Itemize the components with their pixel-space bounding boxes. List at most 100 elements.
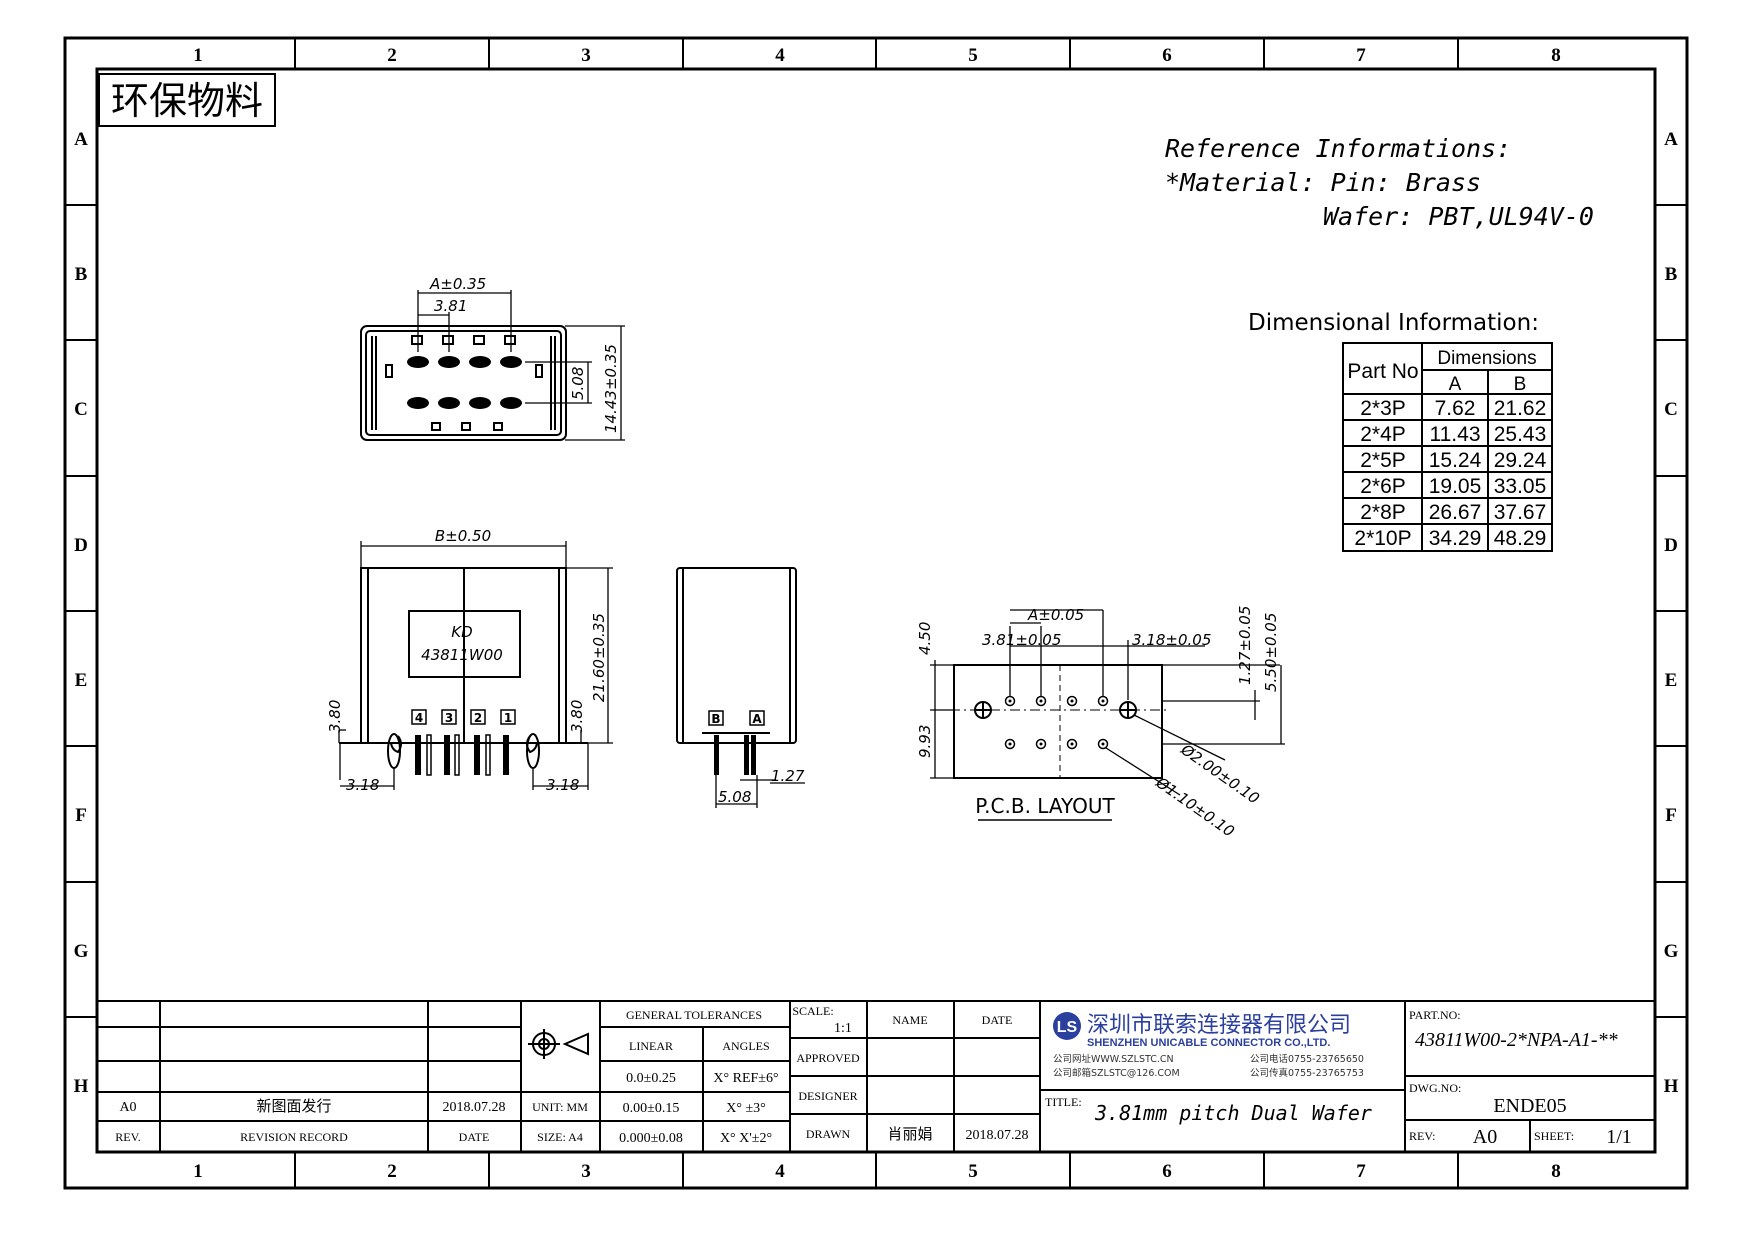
- col-label: 1: [193, 45, 203, 66]
- row-label: C: [1664, 399, 1678, 420]
- linear-tol-3: 0.000±0.08: [619, 1131, 683, 1146]
- pin-label: 2: [474, 711, 482, 725]
- header-dimensions: Dimensions: [1437, 348, 1536, 369]
- svg-text:LS: LS: [1057, 1019, 1078, 1036]
- angle-tol-1: X° REF±6°: [713, 1071, 778, 1086]
- row-b: 21.62: [1494, 397, 1547, 420]
- pcb-dim-h1: 4.50: [916, 622, 934, 655]
- col-label: 4: [775, 45, 785, 66]
- revision-record-header: REVISION RECORD: [240, 1130, 348, 1144]
- dwg-no: ENDE05: [1493, 1095, 1566, 1117]
- row-label: A: [74, 129, 88, 150]
- col-label: 2: [387, 1161, 397, 1182]
- drawn-name: 肖丽娟: [887, 1125, 932, 1143]
- angle-tol-3: X° X'±2°: [720, 1131, 772, 1146]
- pcb-dim-h2: 9.93: [916, 725, 934, 758]
- col-label: 8: [1551, 45, 1561, 66]
- row-label: E: [1665, 670, 1678, 691]
- row-part: 2*6P: [1360, 475, 1406, 498]
- side-pin-label: A: [752, 712, 762, 726]
- company-name-en: SHENZHEN UNICABLE CONNECTOR CO.,LTD.: [1087, 1037, 1330, 1049]
- pin-label: 4: [415, 711, 423, 725]
- sheet-value: 1/1: [1606, 1126, 1632, 1148]
- projection-symbol: [528, 1029, 589, 1059]
- linear-header: LINEAR: [629, 1039, 673, 1053]
- title-label: TITLE:: [1045, 1095, 1082, 1109]
- col-label: 6: [1162, 45, 1172, 66]
- dim-row: 5.08: [569, 367, 587, 400]
- scale-value: 1:1: [834, 1021, 852, 1036]
- scale-label: SCALE:: [792, 1004, 833, 1018]
- col-label: 5: [968, 45, 978, 66]
- row-a: 7.62: [1435, 397, 1476, 420]
- dim-height: 14.43±0.35: [602, 344, 620, 433]
- dim-left-h: 3.80: [326, 700, 344, 733]
- row-label: F: [1665, 805, 1677, 826]
- side-view: B A 1.27 5.08: [676, 567, 805, 808]
- col-label: 4: [775, 1161, 785, 1182]
- dim-pitch: 3.81: [434, 297, 467, 315]
- rev-entry: A0: [119, 1100, 136, 1115]
- company-web: 公司网址WWW.SZLSTC.CN: [1053, 1053, 1174, 1065]
- row-label: A: [1664, 129, 1678, 150]
- reference-info: Reference Informations: *Material: Pin: …: [1165, 134, 1594, 231]
- col-label: 6: [1162, 1161, 1172, 1182]
- title-block-text: A0 新图面发行 2018.07.28 REV. REVISION RECORD…: [115, 1004, 1028, 1146]
- col-label: 3: [581, 1161, 591, 1182]
- row-b: 25.43: [1494, 423, 1547, 446]
- pcb-dim-a: A±0.05: [1027, 606, 1084, 624]
- eco-label: 环保物料: [111, 79, 263, 123]
- title-block-grid: [97, 1000, 1655, 1152]
- part-no: 43811W00-2*NPA-A1-**: [1415, 1029, 1618, 1051]
- row-a: 26.67: [1429, 501, 1482, 524]
- drawn-label: DRAWN: [806, 1127, 851, 1141]
- row-part: 2*3P: [1360, 397, 1406, 420]
- reference-heading: Reference Informations:: [1165, 134, 1511, 163]
- pin-label: 1: [504, 711, 512, 725]
- pcb-dim-off: 3.18±0.05: [1132, 631, 1211, 649]
- dwg-no-label: DWG.NO:: [1409, 1081, 1461, 1095]
- name-header: NAME: [892, 1013, 927, 1027]
- row-part: 2*10P: [1354, 527, 1411, 550]
- company-fax: 公司传真0755-23765753: [1250, 1067, 1364, 1079]
- tolerances-heading: GENERAL TOLERANCES: [626, 1008, 762, 1022]
- pcb-caption: P.C.B. LAYOUT: [975, 794, 1115, 818]
- dimension-table: [1342, 342, 1553, 552]
- row-b: 48.29: [1494, 527, 1547, 550]
- col-label: 5: [968, 1161, 978, 1182]
- rev-record-entry: 新图面发行: [256, 1097, 331, 1115]
- dim-right-h: 3.80: [568, 700, 586, 733]
- front-logo: KD: [451, 623, 472, 641]
- company-logo: LS: [1053, 1012, 1081, 1040]
- row-label: B: [75, 264, 88, 285]
- row-label: H: [74, 1076, 89, 1097]
- row-part: 2*8P: [1360, 501, 1406, 524]
- side-pin-label: B: [711, 712, 720, 726]
- col-label: 3: [581, 45, 591, 66]
- pcb-dim-v1: 1.27±0.05: [1236, 606, 1254, 685]
- col-label: 7: [1356, 1161, 1366, 1182]
- dim-right-off: 3.18: [546, 776, 579, 794]
- row-labels: A B C D E F G H A B C D E F G H: [74, 129, 1679, 1097]
- row-part: 2*4P: [1360, 423, 1406, 446]
- dim-left-off: 3.18: [346, 776, 379, 794]
- inner-frame: [95, 67, 1657, 1154]
- row-label: H: [1664, 1076, 1679, 1097]
- company-phone: 公司电话0755-23765650: [1250, 1053, 1364, 1065]
- dimensional-heading: Dimensional Information:: [1248, 310, 1539, 336]
- row-a: 11.43: [1430, 423, 1481, 446]
- col-label: 1: [193, 1161, 203, 1182]
- header-b: B: [1514, 374, 1527, 395]
- row-label: F: [75, 805, 87, 826]
- wafer-line: Wafer: PBT,UL94V-0: [1323, 202, 1594, 231]
- header-a: A: [1449, 374, 1462, 395]
- row-a: 34.29: [1429, 527, 1482, 550]
- row-label: G: [1664, 941, 1679, 962]
- row-label: B: [1665, 264, 1678, 285]
- row-a: 15.24: [1429, 449, 1482, 472]
- row-part: 2*5P: [1360, 449, 1406, 472]
- sheet-label: SHEET:: [1534, 1129, 1574, 1143]
- column-labels: 1 2 3 4 5 6 7 8 1 2 3 4 5 6 7 8: [193, 45, 1561, 1182]
- header-part: Part No: [1347, 360, 1418, 383]
- linear-tol-1: 0.0±0.25: [626, 1071, 676, 1086]
